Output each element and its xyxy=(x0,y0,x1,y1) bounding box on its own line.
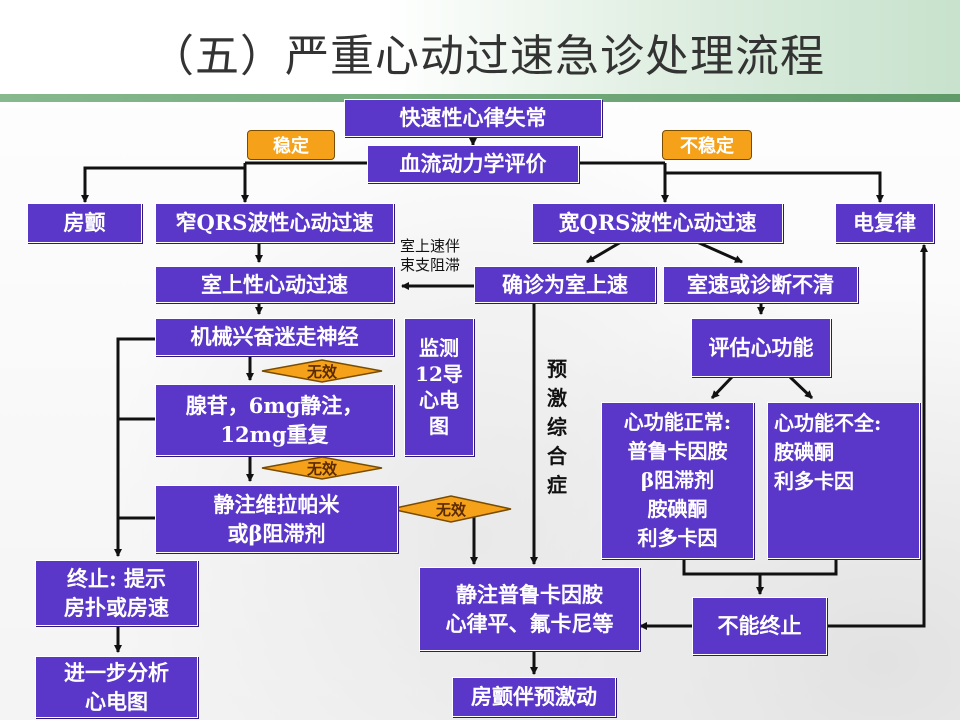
label-ineffective-3: 无效 xyxy=(435,500,466,519)
edge-left-collector xyxy=(114,337,155,557)
label-ineffective-2: 无效 xyxy=(306,459,337,478)
node-adenosine: 腺苷，6mg静注， 12mg重复 xyxy=(155,384,394,456)
node-vt-or-unclear: 室速或诊断不清 xyxy=(663,266,858,303)
node-poor-function: 心功能不全: 胺碘酮 利多卡因 xyxy=(767,402,920,559)
header-stripe xyxy=(0,94,960,102)
diamond-ineffective-2 xyxy=(261,456,383,480)
diamond-ineffective-1 xyxy=(261,359,383,383)
diamond-ineffective-3 xyxy=(390,495,512,523)
tag-stable: 稳定 xyxy=(247,130,335,160)
node-not-terminated: 不能终止 xyxy=(692,597,827,655)
node-eval-cardiac-function: 评估心功能 xyxy=(691,318,831,377)
edge-drugs-merge xyxy=(682,558,838,576)
node-hemodynamic-eval: 血流动力学评价 xyxy=(367,145,579,183)
node-procainamide: 静注普鲁卡因胺 心律平、氟卡尼等 xyxy=(419,567,640,651)
node-further-ecg: 进一步分析 心电图 xyxy=(35,656,198,718)
node-vagal-maneuver: 机械兴奋迷走神经 xyxy=(155,318,394,356)
node-rapid-arrhythmia: 快速性心律失常 xyxy=(344,99,602,137)
node-wide-qrs: 宽QRS波性心动过速 xyxy=(532,203,783,243)
edge-wide-vt xyxy=(696,240,743,264)
node-normal-function: 心功能正常: 普鲁卡因胺 β阻滞剂 胺碘酮 利多卡因 xyxy=(601,402,754,559)
node-cardioversion: 电复律 xyxy=(835,203,934,243)
edge-wide-confirm xyxy=(586,240,622,264)
node-af-preexcitation: 房颤伴预激动 xyxy=(452,677,616,717)
tag-unstable: 不稳定 xyxy=(662,130,752,160)
node-terminated: 终止: 提示 房扑或房速 xyxy=(35,560,198,626)
node-narrow-qrs: 窄QRS波性心动过速 xyxy=(155,203,394,243)
edge-to-cardiovert xyxy=(663,163,884,203)
header-band xyxy=(0,0,960,100)
edge-to-af xyxy=(81,163,247,203)
node-ecg-monitor: 监测 12导 心电 图 xyxy=(404,318,474,456)
node-confirmed-svt: 确诊为室上速 xyxy=(474,266,656,303)
note-svt-bbb: 室上速伴 束支阻滞 xyxy=(400,237,461,274)
label-ineffective-1: 无效 xyxy=(306,362,337,381)
node-verapamil: 静注维拉帕米 或β阻滞剂 xyxy=(155,485,398,553)
label-preexcitation: 预激综合症 xyxy=(547,357,567,497)
node-svt: 室上性心动过速 xyxy=(155,266,394,303)
node-af: 房颤 xyxy=(27,203,142,243)
slide-title: （五）严重心动过速急诊处理流程 xyxy=(150,31,825,82)
edge-notterminate-cardiovert xyxy=(827,244,928,628)
edge-evalfunc-poor xyxy=(788,375,814,400)
edge-evalfunc-normal xyxy=(710,375,734,400)
